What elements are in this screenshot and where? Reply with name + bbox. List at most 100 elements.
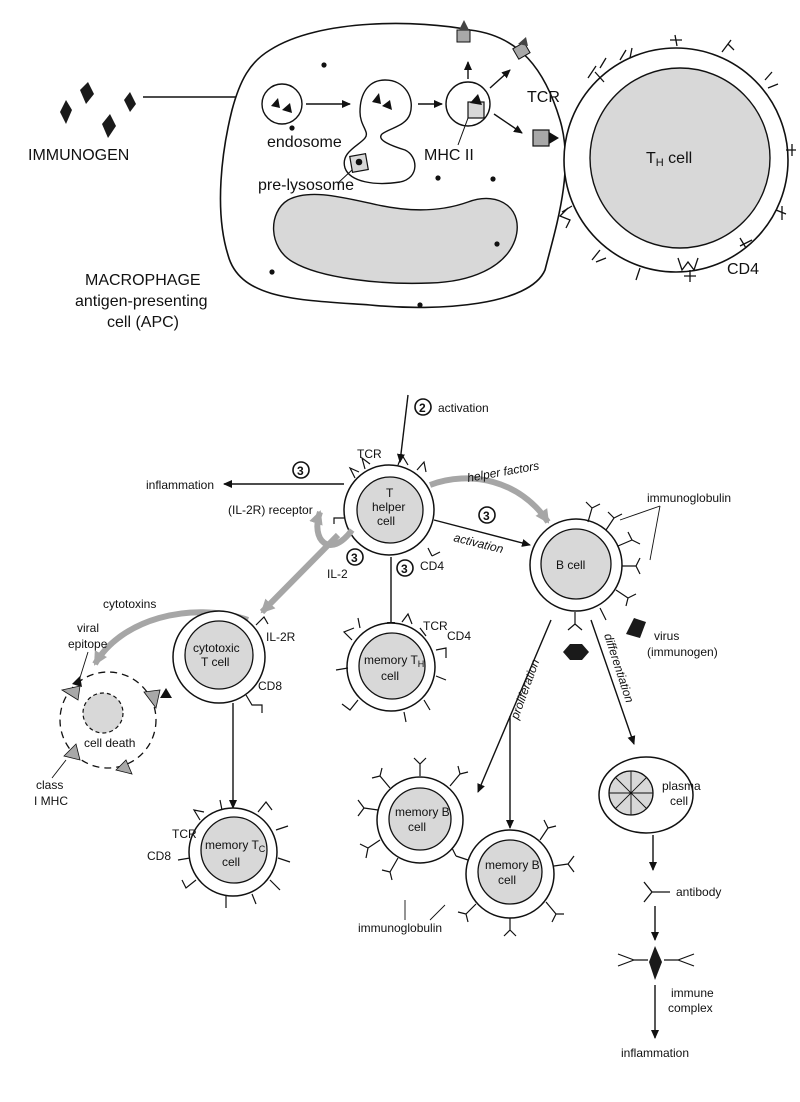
memory-b-cell-2-nucleus: [477, 839, 543, 905]
differentiation-arrow: [590, 619, 636, 745]
step-3-badge-mth: [396, 559, 414, 577]
step-3-badge: [292, 461, 310, 479]
memory-b2-label-1: memory B: [485, 858, 540, 872]
memory-b2-label-2: cell: [498, 873, 516, 887]
t-helper-receptors: [333, 453, 441, 557]
b-cell-nucleus: [540, 528, 612, 600]
tcr-th-label: TCR: [357, 447, 382, 461]
immunoglobulin-bottom-label: immunoglobulin: [358, 921, 442, 935]
b-cell-immunoglobulins: [567, 501, 641, 631]
memory-th-label-1: memory TH: [364, 653, 424, 669]
step-3-number-mth: 3: [401, 562, 408, 576]
virus-label-2: (immunogen): [647, 645, 718, 659]
antigen-fragments: [271, 98, 292, 113]
t-helper-label-3: cell: [377, 514, 395, 528]
cell-death-label: cell death: [84, 736, 135, 750]
dying-cell-nucleus: [82, 692, 124, 734]
memory-b1-immunoglobulins: [357, 757, 469, 881]
proliferation-arrow-1: [477, 619, 552, 793]
immunogen-particle: [102, 114, 116, 138]
memory-b2-immunoglobulins: [451, 819, 575, 937]
differentiation-label: differentiation: [601, 632, 637, 705]
memory-tc-label-2: cell: [222, 855, 240, 869]
immune-complex-label-1: immune: [671, 986, 714, 1000]
arrow-right: [493, 113, 523, 134]
activation-b-label: activation: [452, 530, 505, 556]
macrophage-nucleus: [272, 193, 518, 285]
virus-label-1: virus: [654, 629, 679, 643]
step-2-badge: [414, 398, 432, 416]
cytoplasm-dots: [269, 62, 500, 308]
inflammation-left-label: inflammation: [146, 478, 214, 492]
th-cell-label: TH cell: [646, 150, 692, 169]
cytotoxic-t-cell-nucleus: [184, 620, 254, 690]
tcr-label-top: TCR: [527, 89, 560, 106]
memory-th-label-2: cell: [381, 669, 399, 683]
step-3-number-il2: 3: [351, 551, 358, 565]
viral-epitope-label-1: viral: [77, 621, 99, 635]
bound-virus: [563, 644, 589, 660]
tcr-mth-label: TCR: [423, 619, 448, 633]
arrow-upright: [489, 69, 511, 89]
antibody-molecule: [643, 881, 670, 903]
memory-tc-receptors: [177, 799, 291, 908]
immune-complex-label-2: complex: [668, 1001, 713, 1015]
memory-tc-label-1: memory TC: [205, 838, 266, 854]
memory-b1-label-1: memory B: [395, 805, 450, 819]
plasma-label-2: cell: [670, 794, 688, 808]
activation-arrow-in: [396, 394, 409, 463]
memory-tc-cell-nucleus: [200, 816, 268, 884]
surface-mhc: [512, 41, 531, 60]
plasma-label-1: plasma: [662, 779, 701, 793]
macrophage-label-3: cell (APC): [107, 314, 179, 331]
antibody-label: antibody: [676, 885, 721, 899]
t-helper-label-2: helper: [372, 500, 405, 514]
b-cell-label: B cell: [556, 558, 585, 572]
step-3-badge-il2: [346, 548, 364, 566]
plasma-nucleus-spokes: [609, 771, 653, 815]
memory-b1-label-2: cell: [408, 820, 426, 834]
immunogen-particle: [60, 100, 72, 124]
th-cell-nucleus: [589, 67, 771, 249]
il2-to-tc-arrow: [259, 532, 341, 615]
cd4-th-label: CD4: [420, 559, 444, 573]
immunogen-particle: [124, 92, 136, 112]
endosome-label: endosome: [267, 134, 342, 151]
cd8-mtc-label: CD8: [147, 849, 171, 863]
pre-lysosome-label: pre-lysosome: [258, 177, 354, 194]
il2-label: IL-2: [327, 567, 348, 581]
immunoglobulin-top-label: immunoglobulin: [647, 491, 731, 505]
activation-b-arrow: [433, 519, 531, 547]
mhc-ii-label: MHC II: [424, 147, 474, 164]
memory-th-cell-nucleus: [358, 632, 426, 700]
immunogen-particle: [80, 82, 94, 104]
mhc-tcr-complex: [532, 129, 550, 147]
il2-loop-arrow: [309, 510, 355, 548]
immunogen-label: IMMUNOGEN: [28, 147, 129, 164]
antigen-fragments: [372, 93, 392, 110]
helper-factors-arrow: [428, 475, 551, 524]
virus-particle: [626, 618, 646, 638]
proliferation-label: proliferation: [507, 657, 542, 722]
il2r-label: IL-2R: [266, 630, 296, 644]
cd8-top-label: CD8: [258, 679, 282, 693]
t-helper-label-1: T: [386, 486, 394, 500]
memory-th-receptors: [335, 612, 447, 723]
cd4-mth-label: CD4: [447, 629, 471, 643]
step-3-badge-b: [478, 506, 496, 524]
viral-epitope-label-2: epitope: [68, 637, 108, 651]
immunogen-particles: [60, 82, 136, 138]
il2r-receptor-label: (IL-2R) receptor: [228, 503, 313, 517]
step-3-number: 3: [297, 464, 304, 478]
class-mhc-label-1: class: [36, 778, 63, 792]
tcr-mtc-label: TCR: [172, 827, 197, 841]
surface-mhc: [456, 29, 471, 43]
class-mhc-label-2: I MHC: [34, 794, 68, 808]
step-2-number: 2: [419, 401, 426, 415]
cd4-label-top: CD4: [727, 261, 759, 278]
step-3-number-b: 3: [483, 509, 490, 523]
cytotoxic-label-2: T cell: [201, 655, 229, 669]
immune-complex: [617, 946, 695, 980]
